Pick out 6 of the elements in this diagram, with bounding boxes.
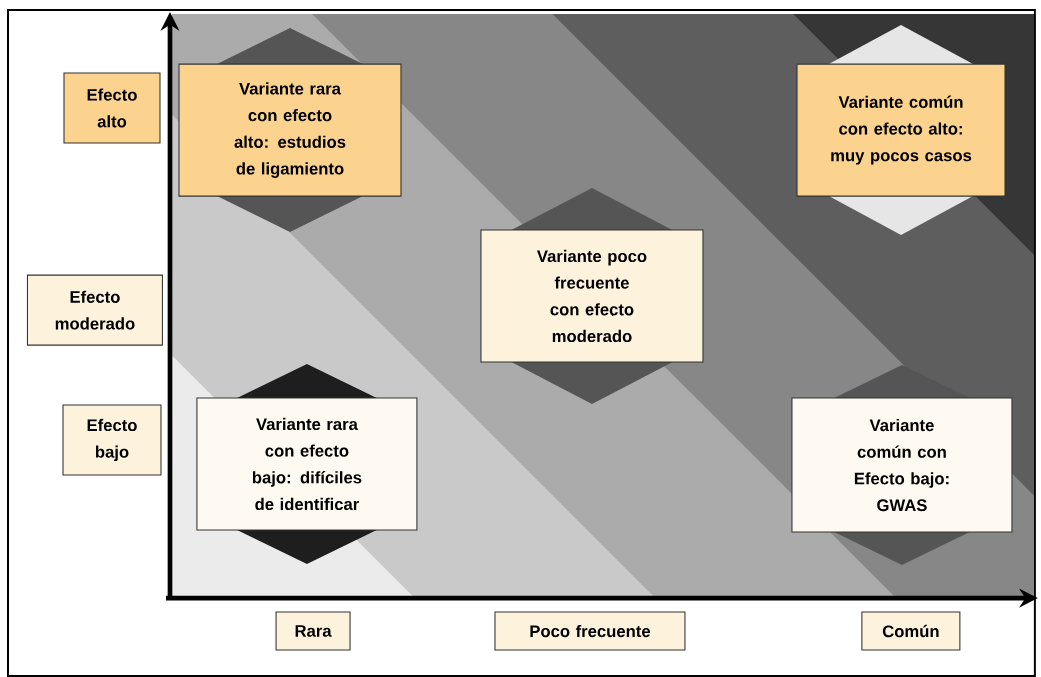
label-box: Común	[861, 611, 961, 651]
label-box: Poco frecuente	[494, 611, 686, 651]
label-box: Efecto alto	[63, 72, 161, 144]
label-box: Rara	[275, 611, 351, 651]
label-box: Efecto moderado	[26, 274, 163, 346]
label-box: Efecto bajo	[62, 404, 162, 476]
